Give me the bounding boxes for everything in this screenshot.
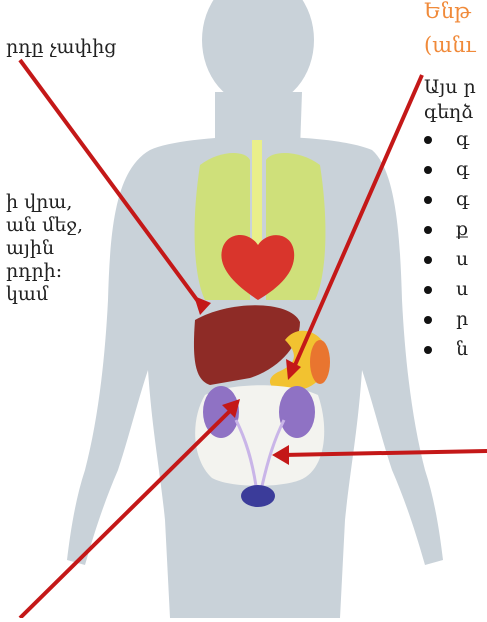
list-item: ր	[424, 308, 468, 330]
left-text-line-2: ան մեջ,	[6, 214, 83, 236]
right-intro-line-2: գեղձ	[424, 101, 473, 123]
list-item: գ	[424, 188, 469, 210]
list-item: ն	[424, 338, 468, 360]
left-text-line-3: ային	[6, 237, 54, 259]
bullet-icon	[424, 316, 432, 324]
left-text-line-1: ի վրա,	[6, 191, 72, 213]
bullet-icon	[424, 196, 432, 204]
list-item: գ	[424, 128, 469, 150]
left-text-top: րդը չափից	[6, 36, 116, 58]
bladder	[241, 485, 275, 507]
bullet-icon	[424, 136, 432, 144]
right-intro-line-1: Այս ր	[424, 76, 476, 98]
bullet-icon	[424, 346, 432, 354]
left-text-line-5: կամ	[6, 283, 48, 305]
list-item: ս	[424, 278, 468, 300]
right-heading-line-2: (անւ	[424, 34, 476, 56]
list-item: ք	[424, 218, 468, 240]
bullet-icon	[424, 226, 432, 234]
list-item: գ	[424, 158, 469, 180]
bullet-icon	[424, 256, 432, 264]
left-text-line-4: րդրի:	[6, 260, 62, 282]
bullet-icon	[424, 166, 432, 174]
list-item: ս	[424, 248, 468, 270]
bullet-icon	[424, 286, 432, 294]
kidney-right	[279, 386, 315, 438]
right-heading-line-1: Ենթ	[424, 0, 471, 22]
